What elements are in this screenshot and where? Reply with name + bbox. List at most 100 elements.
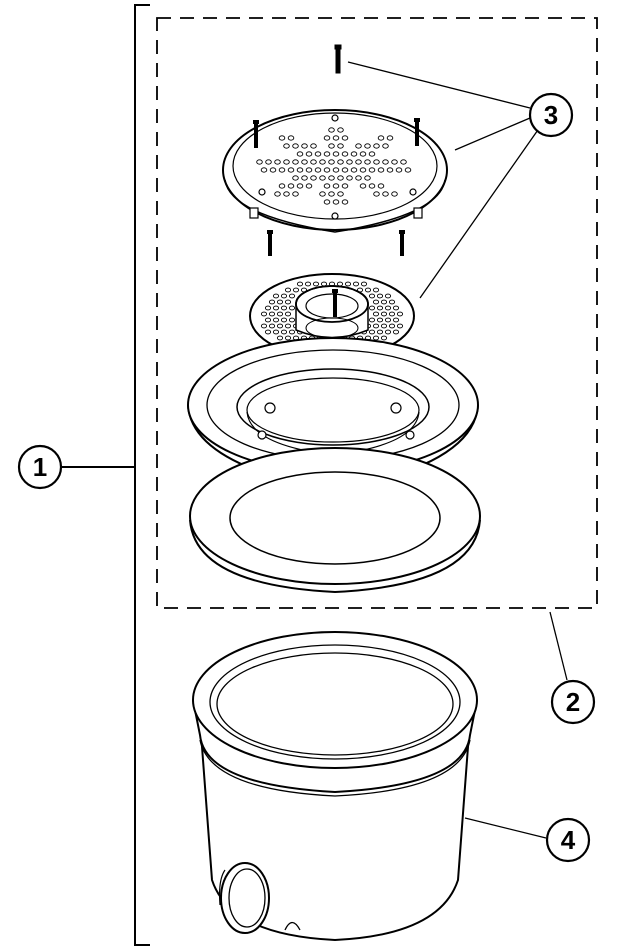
grate-hole — [377, 135, 385, 141]
grate-hole — [280, 329, 288, 335]
grate-hole — [332, 135, 340, 141]
callout-3: 3 — [528, 92, 574, 138]
grate-hole — [346, 159, 353, 165]
top-grate — [222, 109, 448, 233]
grate-hole — [337, 191, 344, 197]
grate-hole — [276, 299, 284, 305]
grate-hole — [323, 151, 331, 157]
grate-hole — [395, 167, 403, 173]
grate-hole — [380, 323, 388, 329]
grate-hole — [341, 183, 349, 189]
callout-4: 4 — [545, 817, 591, 863]
grate-hole — [323, 199, 331, 205]
grate-hole — [292, 143, 299, 149]
grate-hole — [280, 305, 288, 311]
grate-hole — [377, 183, 385, 189]
grate-hole — [260, 323, 268, 329]
grate-hole — [278, 167, 286, 173]
grate-hole — [319, 191, 326, 197]
grate-hole — [384, 305, 392, 311]
grate-hole — [260, 167, 268, 173]
callout-4-label: 4 — [561, 825, 576, 855]
grate-hole — [319, 159, 326, 165]
grate-hole — [256, 159, 263, 165]
grate-hole — [400, 159, 407, 165]
grate-hole — [323, 183, 331, 189]
grate-hole — [359, 183, 367, 189]
grate-hole — [328, 159, 335, 165]
grate-hole — [372, 311, 380, 317]
grate-hole — [284, 299, 292, 305]
grate-hole — [264, 317, 272, 323]
grate-hole — [355, 159, 362, 165]
grate-hole — [276, 335, 284, 341]
grate-hole — [320, 281, 328, 287]
grate-hole — [260, 311, 268, 317]
grate-hole — [288, 329, 296, 335]
callout-2: 2 — [550, 679, 596, 725]
grate-hole — [323, 167, 331, 173]
grate-hole — [310, 175, 317, 181]
grate-hole — [368, 329, 376, 335]
grate-hole — [296, 281, 304, 287]
grate-hole — [292, 175, 299, 181]
grate-hole — [372, 299, 380, 305]
drain-body — [192, 631, 478, 942]
grate-hole — [373, 159, 380, 165]
grate-hole — [355, 175, 362, 181]
grate-hole — [332, 167, 340, 173]
grate-hole — [380, 335, 388, 341]
grate-hole — [292, 159, 299, 165]
grate-hole — [332, 183, 340, 189]
grate-hole — [386, 135, 394, 141]
grate-hole — [350, 151, 358, 157]
screw-top — [334, 44, 342, 74]
grate-hole — [268, 311, 276, 317]
grate-hole — [382, 143, 389, 149]
grate-hole — [314, 151, 322, 157]
grate-hole — [341, 151, 349, 157]
grate-hole — [301, 159, 308, 165]
grate-hole — [292, 287, 300, 293]
grate-hole — [312, 281, 320, 287]
grate-hole — [368, 183, 376, 189]
grate-hole — [304, 281, 312, 287]
grate-hole — [268, 299, 276, 305]
grate-hole — [301, 143, 308, 149]
grate-hole — [359, 151, 367, 157]
grate-hole — [305, 167, 313, 173]
grate-hole — [272, 305, 280, 311]
grate-hole — [272, 317, 280, 323]
grate-hole — [276, 311, 284, 317]
grate-hole — [377, 167, 385, 173]
grate-hole — [376, 317, 384, 323]
grate-hole — [364, 175, 371, 181]
grate-hole — [284, 311, 292, 317]
grate-hole — [372, 287, 380, 293]
grate-hole — [280, 293, 288, 299]
grate-hole — [368, 317, 376, 323]
grate-hole — [265, 159, 272, 165]
grate-hole — [287, 135, 295, 141]
grate-hole — [268, 323, 276, 329]
grate-hole — [292, 191, 299, 197]
grate-hole — [274, 159, 281, 165]
grate-hole — [336, 281, 344, 287]
grate-hole — [296, 167, 304, 173]
grate-hole — [372, 335, 380, 341]
grate-hole — [352, 281, 360, 287]
grate-hole — [364, 159, 371, 165]
grate-hole — [344, 281, 352, 287]
grate-hole — [368, 293, 376, 299]
grate-hole — [382, 159, 389, 165]
grate-hole — [301, 175, 308, 181]
grate-hole — [284, 335, 292, 341]
grate-hole — [391, 159, 398, 165]
grate-hole — [280, 317, 288, 323]
grate-hole — [346, 175, 353, 181]
grate-hole — [386, 167, 394, 173]
grate-hole — [392, 317, 400, 323]
grate-hole — [269, 167, 277, 173]
grate-hole — [391, 191, 398, 197]
